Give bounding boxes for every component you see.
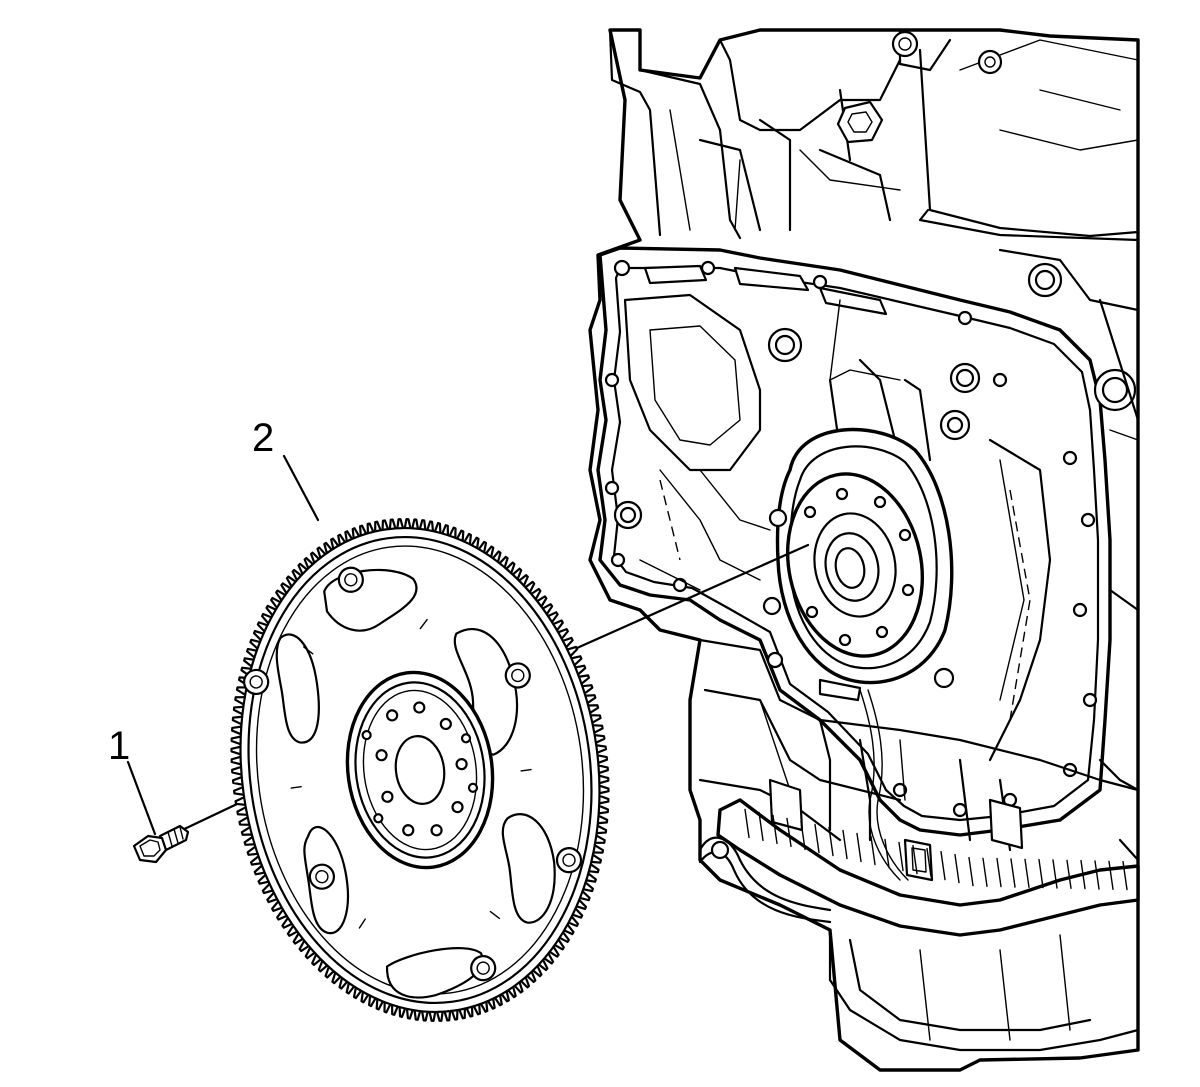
flexplate bbox=[230, 518, 610, 1022]
callout-1-leader bbox=[126, 760, 157, 836]
bolt-head-top-2 bbox=[977, 49, 1003, 75]
flange-holes bbox=[604, 259, 1098, 818]
callout-2-leader bbox=[282, 454, 320, 522]
bolt-head-top-1 bbox=[891, 30, 919, 58]
crankshaft-flange bbox=[785, 472, 925, 658]
flexplate-mounting-holes bbox=[243, 566, 583, 982]
callout-number-2: 2 bbox=[252, 416, 275, 460]
engine-block bbox=[588, 28, 1140, 1072]
flexplate-windows bbox=[275, 568, 556, 999]
flexplate-hub bbox=[345, 670, 495, 870]
bolt-head-top-3 bbox=[836, 100, 884, 144]
callout-number-1: 1 bbox=[108, 724, 131, 768]
oil-pan-rail bbox=[716, 798, 1140, 937]
flexplate-bolt bbox=[132, 824, 190, 864]
dowel-pins bbox=[613, 262, 1137, 530]
